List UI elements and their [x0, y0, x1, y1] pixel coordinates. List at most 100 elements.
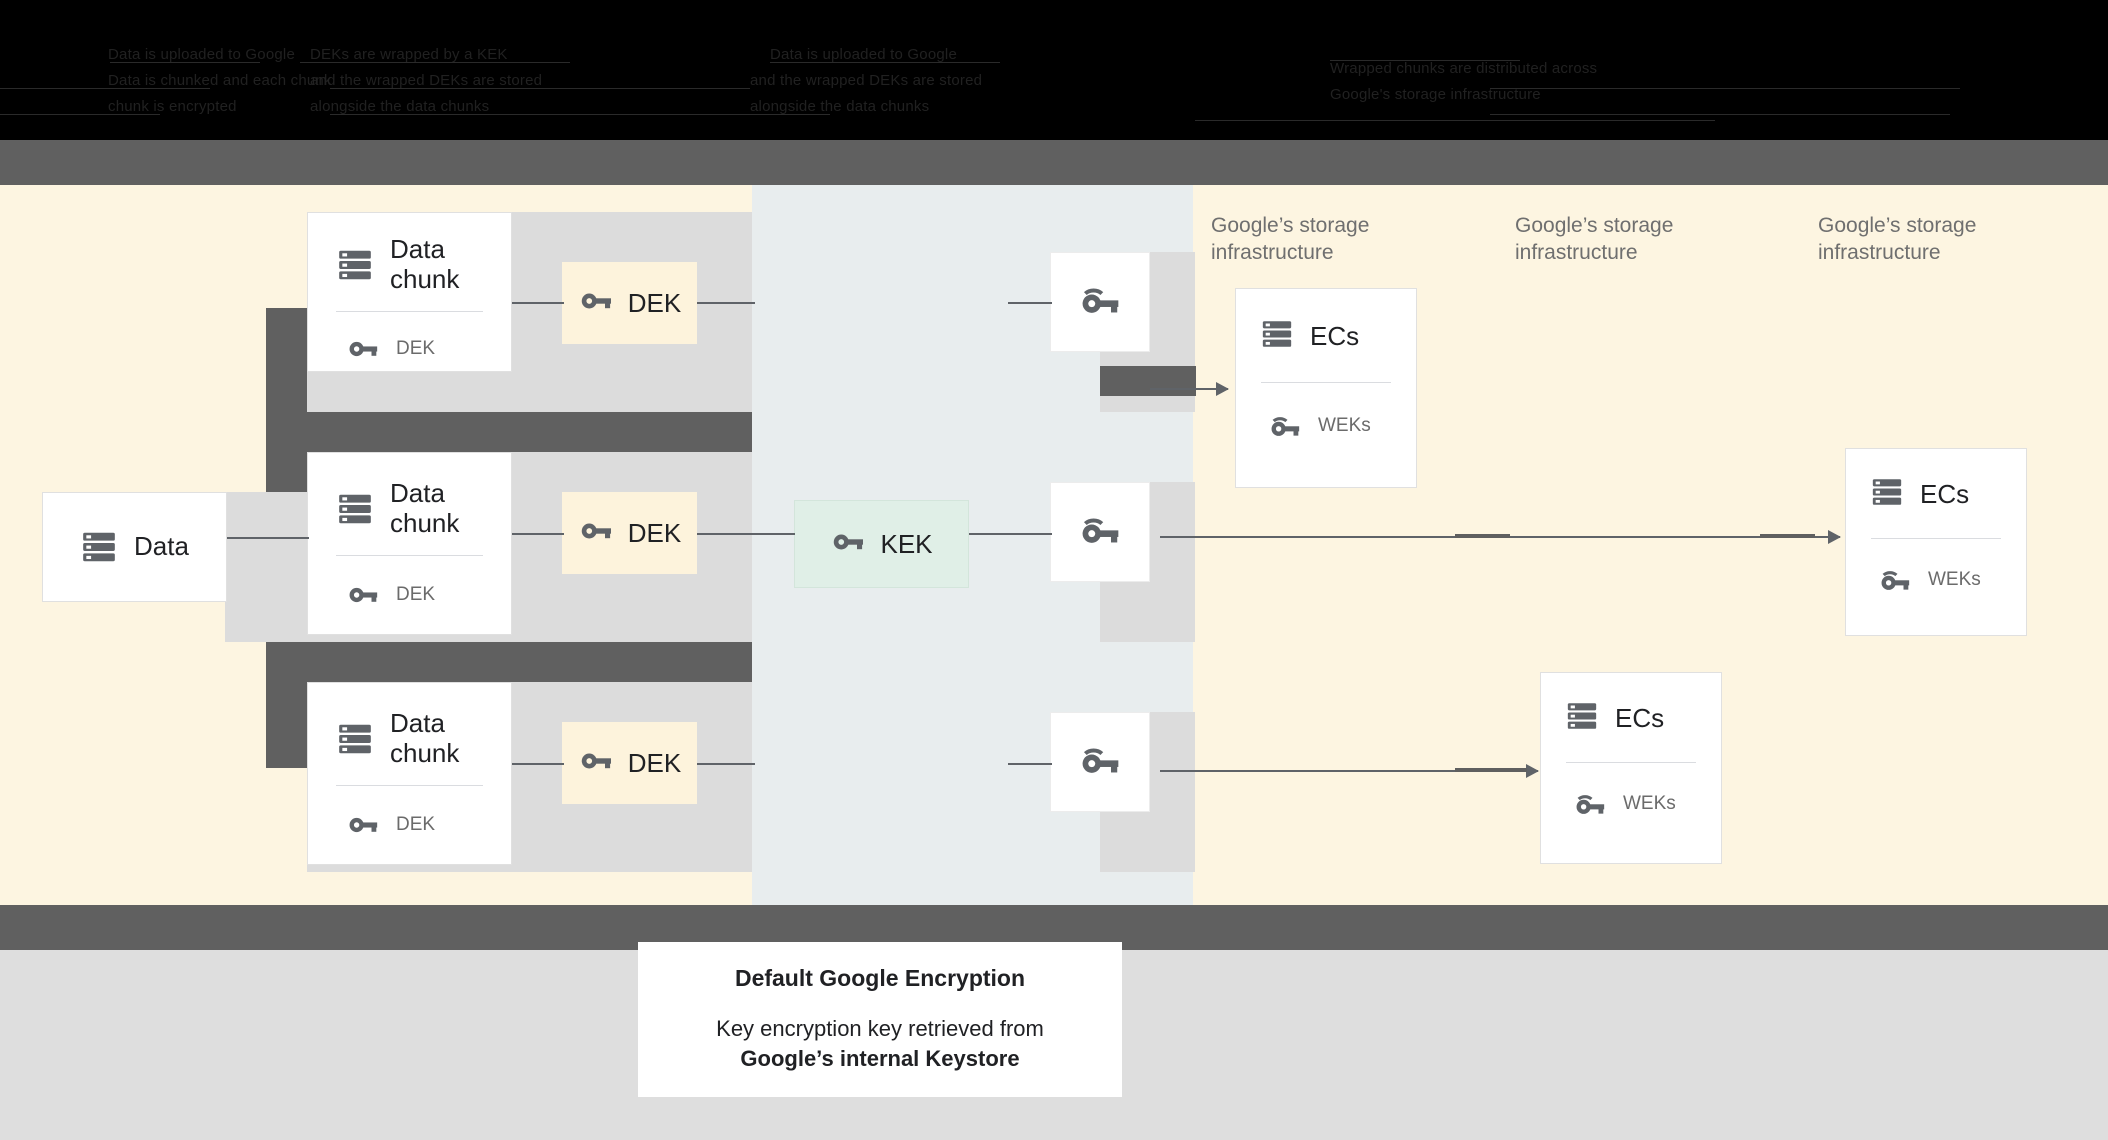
server-stack-icon [336, 246, 374, 284]
banner-underline [300, 62, 570, 63]
connector-chunk-dek-3 [512, 763, 564, 765]
banner-text-row: Data is uploaded to Google [770, 46, 957, 63]
card-data-chunk[interactable]: Data chunk DEK [307, 682, 512, 865]
arrow-to-ecs-1 [1150, 382, 1229, 396]
card-chunk-title: Data chunk [390, 478, 460, 538]
card-ecs-sub: WEKs [1268, 409, 1371, 443]
banner-text-row: DEKs are wrapped by a KEK [310, 46, 508, 63]
infra-label: Google’s storage infrastructure [1515, 214, 1674, 265]
card-chunk-title: Data chunk [390, 708, 460, 768]
card-ecs[interactable]: ECs WEKs [1540, 672, 1722, 864]
card-ecs-sub: WEKs [1878, 563, 1981, 597]
card-divider [336, 784, 483, 786]
card-chunk-sub: DEK [346, 808, 435, 842]
key-icon [578, 513, 614, 554]
connector-chunk-dek-2 [512, 533, 564, 535]
key-icon [1078, 508, 1122, 557]
key-icon [1268, 409, 1302, 443]
card-data-chunk[interactable]: Data chunk DEK [307, 452, 512, 635]
arrow-to-ecs-3 [1160, 764, 1539, 778]
pad-behind-data [225, 492, 307, 642]
banner-text-row: and the wrapped DEKs are stored [310, 72, 543, 89]
banner-underline [330, 88, 750, 89]
card-data-chunk[interactable]: Data chunk DEK [307, 212, 512, 372]
card-ecs[interactable]: ECs WEKs [1845, 448, 2027, 636]
card-data-row: Data [80, 528, 189, 566]
box-kek[interactable]: KEK [794, 500, 969, 588]
box-wrapped-key[interactable] [1050, 482, 1150, 582]
server-stack-icon [336, 490, 374, 528]
card-ecs-row: ECs [1260, 317, 1359, 356]
server-stack-icon [1260, 317, 1294, 356]
banner-text-row: Data is chunked and each chunk [108, 72, 332, 89]
connector-chunk-dek-1 [512, 302, 564, 304]
banner-underline [110, 62, 260, 63]
infra-label: Google’s storage infrastructure [1818, 214, 1977, 265]
banner-text-row: Data is uploaded to Google [108, 46, 295, 63]
connector-data-to-trunk [227, 537, 309, 539]
caption-body: Key encryption key retrieved from Google… [716, 1014, 1044, 1073]
box-dek[interactable]: DEK [562, 262, 697, 344]
box-dek[interactable]: DEK [562, 722, 697, 804]
card-divider [1261, 382, 1391, 383]
key-icon [346, 808, 380, 842]
server-stack-icon [1565, 699, 1599, 738]
caption-line-1: Key encryption key retrieved from [716, 1016, 1044, 1042]
card-divider [336, 310, 483, 312]
card-ecs-sub-label: WEKs [1623, 793, 1676, 814]
banner-underline [1195, 120, 1715, 121]
box-wrapped-key[interactable] [1050, 712, 1150, 812]
card-divider [1871, 538, 2001, 539]
card-ecs-title: ECs [1615, 702, 1665, 733]
banner-underline [0, 88, 210, 89]
key-icon [830, 524, 866, 565]
box-dek[interactable]: DEK [562, 492, 697, 574]
fanout-trunk-branch-1 [266, 410, 752, 452]
banner-underline [770, 62, 1000, 63]
card-chunk-row: Data chunk [336, 708, 460, 769]
card-data-label: Data [134, 531, 189, 562]
top-divider-band-2 [250, 140, 2108, 162]
card-chunk-sub-label: DEK [396, 583, 436, 605]
key-icon [346, 332, 380, 366]
banner-underline [1490, 88, 1960, 89]
banner-text-row: Wrapped chunks are distributed across [1330, 60, 1598, 77]
caption-title: Default Google Encryption [734, 965, 1026, 992]
infra-label: Google’s storage infrastructure [1211, 214, 1370, 265]
card-ecs-sub-label: WEKs [1318, 415, 1371, 436]
banner-text-row: and the wrapped DEKs are stored [750, 72, 983, 89]
banner-text-row: alongside the data chunks [310, 98, 490, 115]
arrow-segment-2b [1760, 534, 1815, 538]
key-icon [1078, 738, 1122, 787]
key-icon [1878, 563, 1912, 597]
card-chunk-row: Data chunk [336, 234, 459, 295]
card-chunk-sub-label: DEK [396, 813, 436, 835]
card-chunk-sub-label: DEK [396, 337, 436, 359]
box-wrapped-key[interactable] [1050, 252, 1150, 352]
banner-underline [1490, 114, 1950, 115]
server-stack-icon [80, 528, 118, 566]
fanout-trunk-branch-2 [266, 640, 752, 682]
card-ecs-title: ECs [1310, 320, 1360, 351]
card-data[interactable]: Data [42, 492, 227, 602]
key-icon [578, 743, 614, 784]
server-stack-icon [1870, 475, 1904, 514]
box-dek-label: DEK [627, 517, 682, 548]
connector-dek-out-3 [697, 763, 755, 765]
box-dek-label: DEK [627, 287, 682, 318]
arrow-segment-3 [1455, 768, 1527, 772]
box-dek-label: DEK [627, 747, 682, 778]
connector-dek-out-2 [697, 533, 795, 535]
caption-card: Default Google Encryption Key encryption… [638, 942, 1122, 1097]
bottom-divider-band-2 [880, 905, 2108, 917]
connector-dek-out-1 [697, 302, 755, 304]
card-ecs-row: ECs [1870, 475, 1969, 514]
connector-to-wk-3 [1008, 763, 1052, 765]
key-icon [1078, 278, 1122, 327]
card-divider [336, 554, 483, 556]
key-icon [346, 578, 380, 612]
card-divider [1566, 762, 1696, 763]
card-ecs[interactable]: ECs WEKs [1235, 288, 1417, 488]
connector-to-wk-1 [1008, 302, 1052, 304]
